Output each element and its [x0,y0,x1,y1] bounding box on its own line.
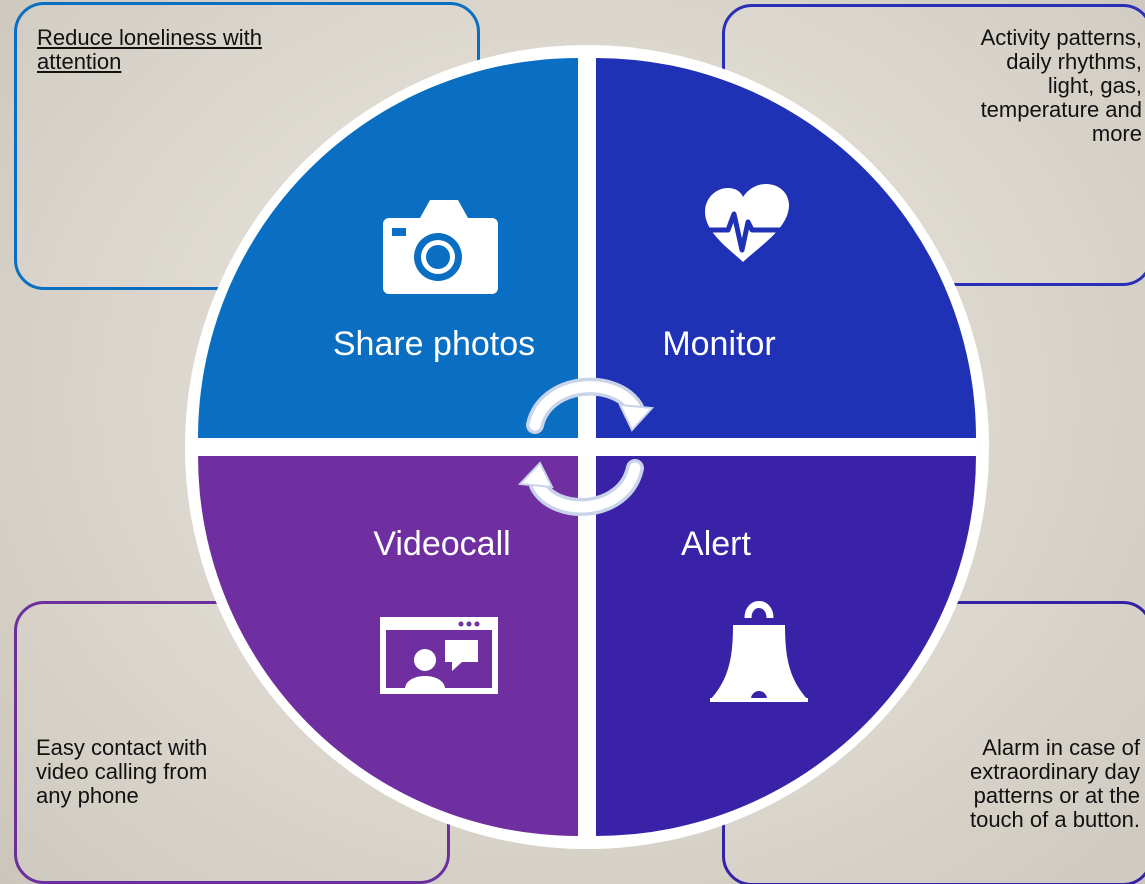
note-bottom-left: Easy contact with video calling from any… [36,736,296,808]
video-call-icon [380,617,498,694]
quadrant-alert[interactable] [596,456,976,836]
note-bottom-right: Alarm in case of extraordinary day patte… [880,736,1140,832]
note-line: more [1091,121,1142,146]
diagram-backing [185,45,989,849]
note-line: any phone [36,783,139,808]
quadrant-monitor[interactable] [596,58,976,438]
note-line: daily rhythms, [1006,49,1142,74]
camera-icon [383,200,498,294]
note-line: Alarm in case of [982,735,1140,760]
note-line: touch of a button. [969,807,1140,832]
note-line: Activity patterns, [980,25,1142,50]
note-line: video calling from [36,759,208,784]
label-share-photos: Share photos [333,325,535,363]
note-line: Easy contact with [36,735,208,760]
note-line: light, gas, [1047,73,1142,98]
note-line: extraordinary day [970,759,1140,784]
label-alert: Alert [681,525,751,563]
label-monitor: Monitor [662,325,775,363]
note-line: temperature and [980,97,1142,122]
note-top-right: Activity patterns, daily rhythms, light,… [880,26,1142,146]
heart-pulse-icon [700,184,790,262]
label-videocall: Videocall [373,525,510,563]
note-top-left: Reduce loneliness with attention [37,25,263,74]
note-line: patterns or at the [973,783,1140,808]
bell-icon [710,601,808,707]
cycle-arrows-icon [517,377,655,516]
